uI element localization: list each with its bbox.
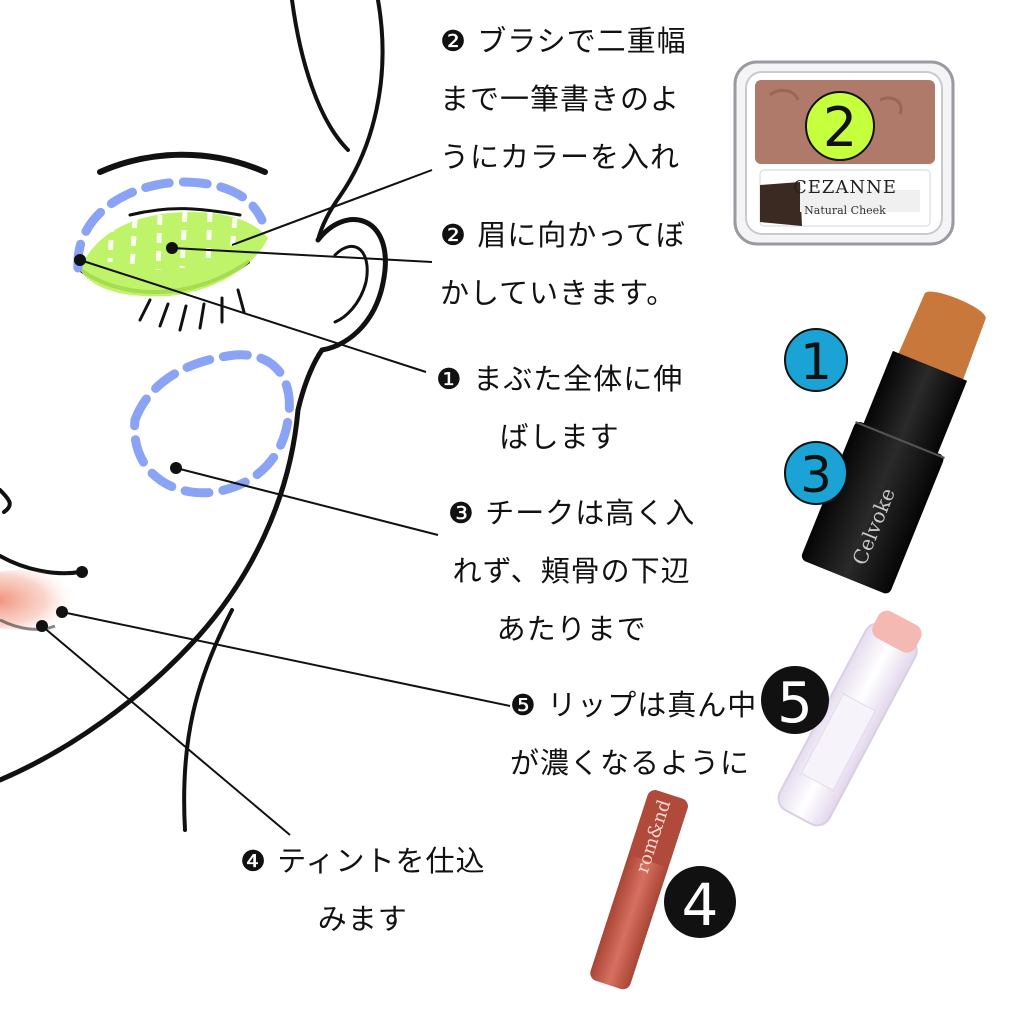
lip-lower-line — [0, 618, 56, 631]
note-step4-tint: ❹ ティントを仕込 みます — [240, 832, 485, 948]
pointer-step1-eyelid — [79, 259, 427, 373]
badge-4-circle — [664, 866, 736, 938]
eye-makeup-area — [0, 177, 294, 631]
badge-3-label: 3 — [800, 446, 832, 504]
note-line: ❶ まぶた全体に伸 — [436, 362, 684, 396]
lip-balm: 5 — [761, 610, 922, 827]
note-line: が濃くなるように — [510, 746, 751, 780]
pointer-dots — [36, 242, 182, 632]
badge-2-label: 2 — [823, 96, 857, 159]
upper-lip-line — [0, 554, 82, 576]
badge-1-circle — [784, 328, 848, 392]
ear-inner — [333, 244, 369, 324]
note-step1-eyelid: ❶ まぶた全体に伸 ばします — [436, 350, 683, 466]
note-step5-lip: ❺ リップは真ん中 が濃くなるように — [510, 676, 757, 792]
lower-lashes — [138, 288, 246, 332]
note-line: まで一筆書きのよ — [440, 82, 681, 116]
cheek-guide-blue — [130, 350, 294, 498]
eyeshadow-green — [80, 212, 268, 297]
pointer-step3-cheek — [175, 467, 439, 536]
note-step2-blend: ❷ 眉に向かってぼ かしていきます。 — [440, 206, 686, 322]
pointer-step2-brush — [231, 169, 433, 246]
pointer-step4-tint — [41, 625, 291, 836]
note-line: ばします — [499, 420, 620, 454]
blush-product-name: Natural Cheek — [804, 204, 886, 217]
note-line: みます — [317, 902, 408, 936]
stick-tip — [896, 291, 986, 384]
pointer-lines — [41, 169, 511, 836]
note-line: うにカラーを入れ — [440, 140, 681, 174]
blush-compact: CEZANNE Natural Cheek 2 — [733, 60, 955, 246]
eyeshadow-hatching — [107, 211, 238, 271]
badge-5-label: 5 — [777, 671, 813, 736]
pointer-step2-blend — [171, 247, 433, 263]
note-line: かしていきます。 — [440, 276, 677, 310]
ear — [295, 217, 388, 413]
eyelid-guide-blue — [73, 177, 267, 273]
blush-brand: CEZANNE — [793, 177, 897, 198]
badge-2-circle — [805, 91, 875, 161]
badge-1-label: 1 — [800, 333, 832, 391]
note-line: ❷ 眉に向かってぼ — [440, 218, 686, 252]
badge-4-label: 4 — [682, 871, 719, 939]
crease-line — [128, 207, 242, 217]
note-line: ❹ ティントを仕込 — [240, 844, 486, 878]
note-line: ❺ リップは真ん中 — [510, 688, 758, 722]
note-line: ❸ チークは高く入 — [448, 496, 696, 530]
pointer-step5-lip — [61, 611, 511, 707]
face-illustration — [0, 0, 388, 832]
hair-line-1 — [290, 0, 350, 152]
lip-tint: rom&nd 4 — [590, 790, 736, 990]
brush — [760, 182, 802, 226]
nose-tip — [0, 488, 12, 514]
hair-line-2 — [316, 0, 385, 242]
note-step3-cheek: ❸ チークは高く入 れず、頬骨の下辺 あたりまで — [448, 484, 695, 658]
note-line: ❷ ブラシで二重幅 — [440, 24, 687, 58]
badge-3-circle — [784, 441, 848, 505]
note-step2-brush: ❷ ブラシで二重幅 まで一筆書きのよ うにカラーを入れ — [440, 12, 687, 186]
lip-corner-dot — [76, 566, 88, 578]
note-line: あたりまで — [496, 612, 647, 646]
eyebrow — [97, 151, 268, 175]
cheek-stick: Celvoke 1 3 — [784, 291, 986, 594]
neck-line — [182, 608, 234, 832]
note-line: れず、頬骨の下辺 — [452, 554, 691, 588]
badge-5-circle — [761, 666, 829, 734]
